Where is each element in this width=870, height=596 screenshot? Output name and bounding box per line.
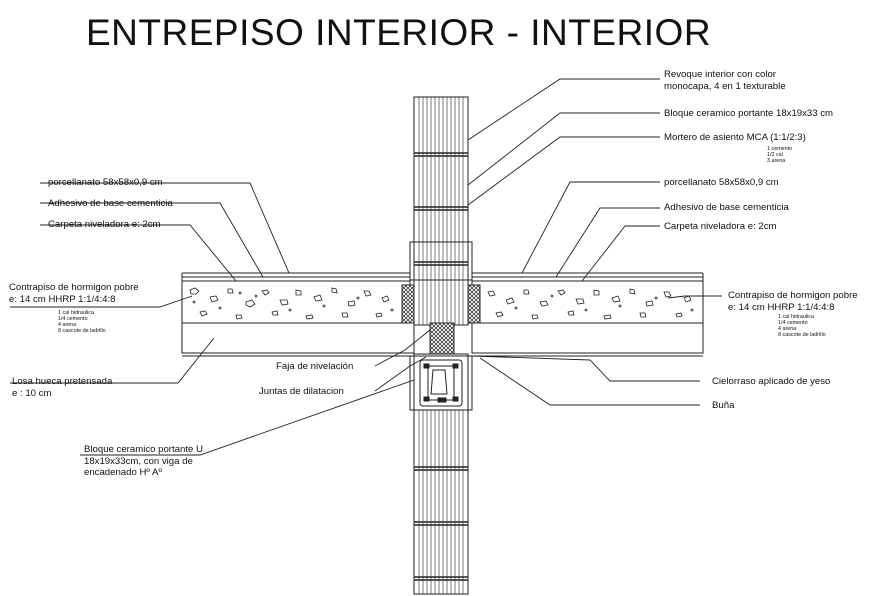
label-revoque: Revoque interior con color monocapa, 4 e… [664,69,786,92]
label-porcellanato-right: porcellanato 58x58x0,9 cm [664,177,779,188]
label-carpeta-right: Carpeta niveladora e: 2cm [664,221,777,232]
label-adhesivo-right: Adhesivo de base cementicia [664,202,789,213]
aggregate-left [189,287,394,320]
leveling-band [429,322,455,355]
label-contrapiso-right: Contrapiso de hormigon pobre e: 14 cm HH… [728,290,858,313]
label-contrapiso-right-mix: 1 cal hidraulica 1/4 cemento 4 arena 8 c… [778,314,826,338]
label-adhesivo-left: Adhesivo de base cementicia [48,198,173,209]
lower-wall [409,353,473,595]
label-cielorraso: Cielorraso aplicado de yeso [712,376,831,387]
slab-right [471,322,704,354]
label-mortero-mix: 1 cemento 1/2 cal 3 arena [767,146,793,164]
label-faja: Faja de nivelación [276,361,354,372]
label-contrapiso-left: Contrapiso de hormigon pobre e: 14 cm HH… [9,282,139,305]
mortar-right [467,284,481,324]
slab-left [181,322,415,354]
label-juntas: Juntas de dilatacion [259,386,344,397]
label-carpeta-left: Carpeta niveladora e: 2cm [48,219,161,230]
upper-wall [409,96,473,330]
floor-left [181,272,410,324]
mortar-left [401,284,415,324]
label-mortero: Mortero de asiento MCA (1:1/2:3) [664,132,806,143]
label-contrapiso-left-mix: 1 cal hidraulica 1/4 cemento 4 arena 8 c… [58,310,106,334]
aggregate-right [487,288,694,320]
drawing-title: ENTREPISO INTERIOR - INTERIOR [86,12,712,53]
label-losa: Losa hueca pretensada e : 10 cm [12,376,113,399]
label-buna: Buña [712,400,735,411]
leader-lines [10,78,722,456]
label-bloque-portante: Bloque ceramico portante 18x19x33 cm [664,108,834,119]
label-bloque-u: Bloque ceramico portante U 18x19x33cm, c… [84,444,203,478]
label-porcellanato-left: porcellanato 58x58x0,9 cm [48,177,163,188]
